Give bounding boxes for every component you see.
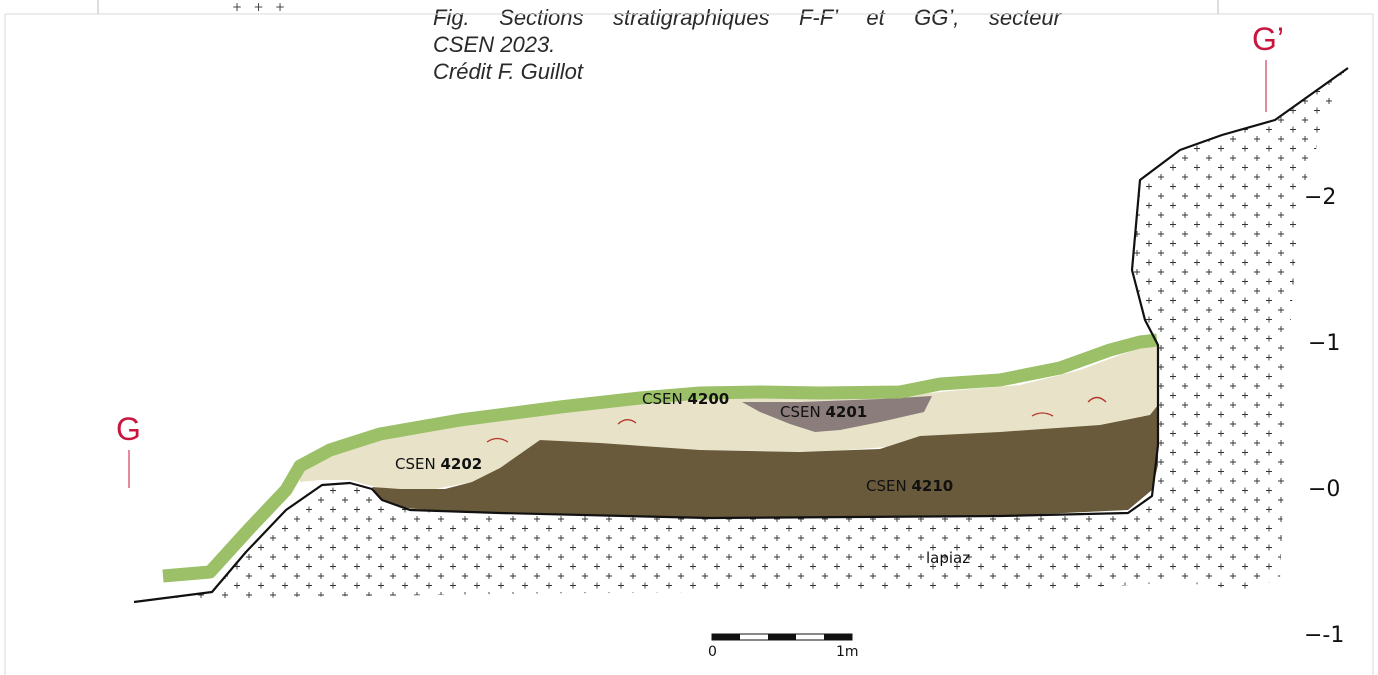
- layer-4200-topsoil: [162, 333, 1158, 583]
- layer-4201-pit: [742, 396, 932, 432]
- bedrock-lapiaz-region: [134, 68, 1348, 602]
- label-lapiaz: lapiaz: [926, 549, 970, 567]
- scale-bar-end-label: 1m: [836, 644, 859, 660]
- scale-bar-start-label: 0: [708, 644, 717, 660]
- elevation-tick-0: −0: [1308, 477, 1340, 502]
- label-csen-4201: CSEN 4201: [780, 403, 867, 421]
- scale-bar: 0 1m: [708, 633, 859, 660]
- caption-credit: Crédit F. Guillot: [433, 59, 583, 84]
- layer-4210-deposit: [372, 405, 1158, 518]
- figure-caption: Fig. Sections stratigraphiques F-F’ et G…: [433, 4, 1061, 85]
- label-csen-4210: CSEN 4210: [866, 477, 953, 495]
- ground-profile-line: [133, 67, 1349, 604]
- elevation-tick-1: −1: [1308, 331, 1340, 356]
- label-csen-4200: CSEN 4200: [642, 390, 729, 408]
- elevation-tick-minus-1: −-1: [1304, 623, 1344, 648]
- label-csen-4202: CSEN 4202: [395, 455, 482, 473]
- section-marker-end: G’: [1252, 21, 1284, 112]
- section-letter-g-prime: G’: [1252, 21, 1284, 57]
- layer-4202-sediment: [300, 345, 1158, 490]
- elevation-tick-2: −2: [1304, 185, 1336, 210]
- section-marker-start: G: [116, 411, 141, 488]
- section-letter-g: G: [116, 411, 141, 447]
- caption-sector: CSEN 2023.: [433, 32, 556, 57]
- red-scallop-marks: [486, 396, 1107, 443]
- caption-title: Fig. Sections stratigraphiques F-F’ et G…: [433, 5, 1061, 30]
- frame-crosses: + + +: [232, 0, 285, 14]
